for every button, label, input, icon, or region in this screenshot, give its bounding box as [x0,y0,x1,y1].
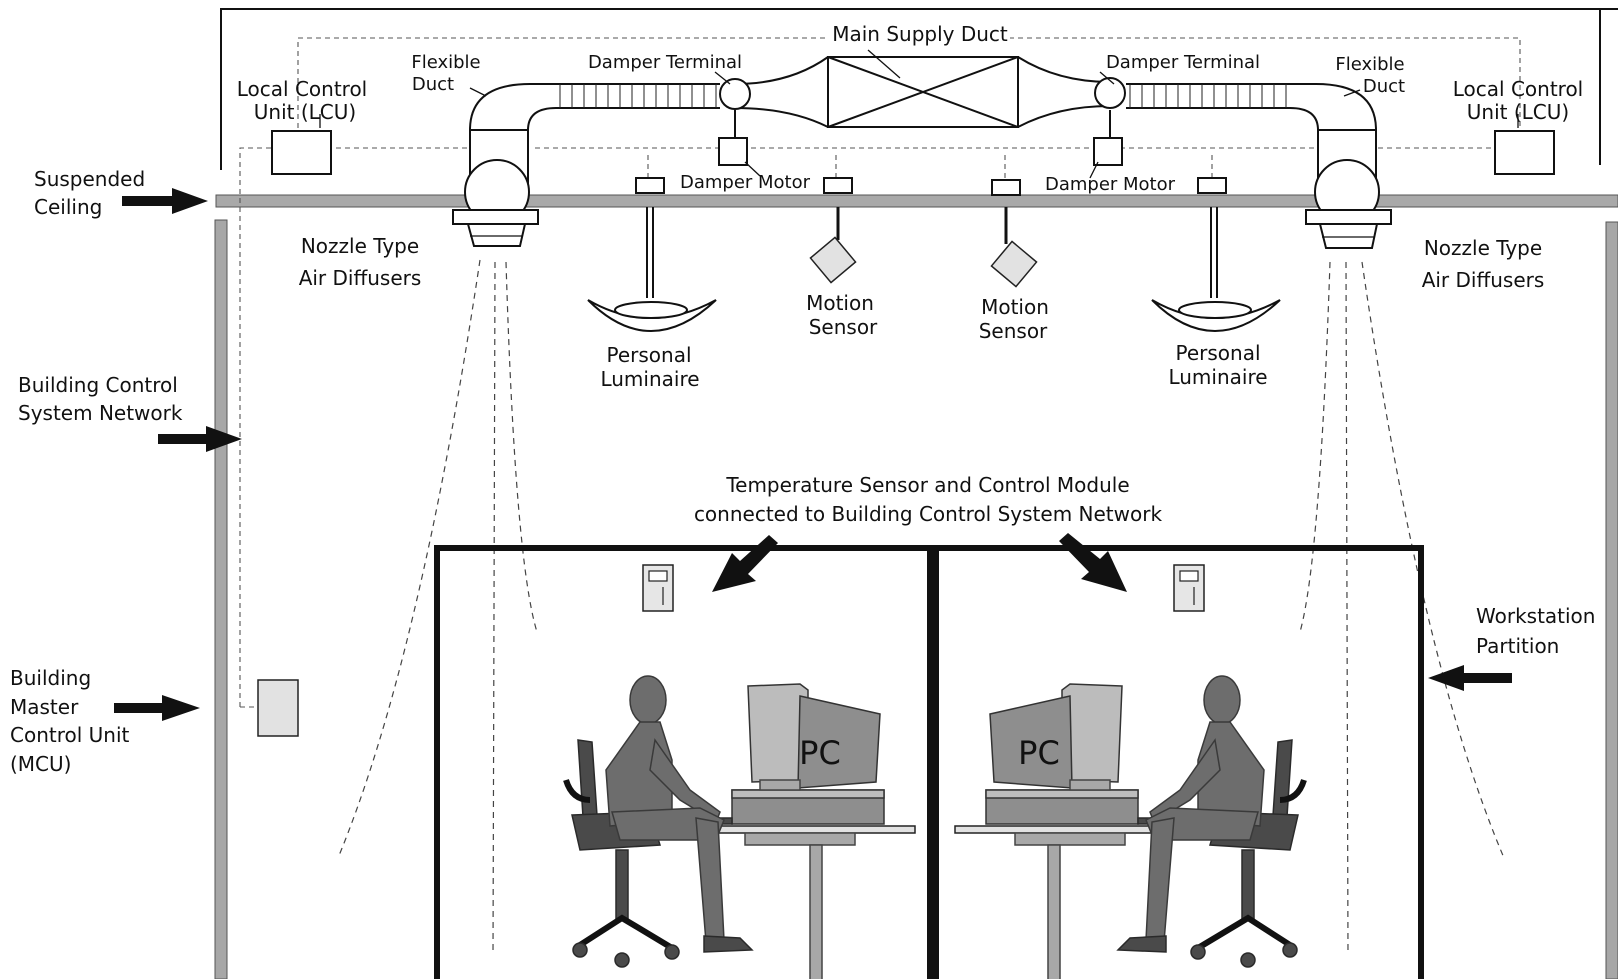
label-damper-motor-right: Damper Motor [1045,174,1176,195]
ceiling-box [1197,177,1227,194]
label-luminaire-right-line2: Luminaire [1168,365,1267,389]
label-damper-motor-left: Damper Motor [680,172,811,193]
label-main-supply-duct: Main Supply Duct [832,22,1008,46]
label-temp-line2: connected to Building Control System Net… [694,502,1163,526]
air-flow-lines [337,259,1505,956]
label-nozzle-left-line2: Air Diffusers [299,266,422,290]
label-motion-left-line2: Sensor [809,315,878,339]
label-workstation-line2: Partition [1476,634,1559,658]
workstation-left [566,676,915,979]
workstation-right [955,676,1304,979]
temperature-control-module-left [642,564,674,612]
label-flexible-right: Flexible [1335,54,1404,75]
ceiling-box [991,179,1021,196]
leader-lines [319,49,1519,179]
motion-sensor-right [990,207,1038,288]
damper-motor-left [718,110,748,166]
arrow-temp-left [712,535,778,592]
label-mcu-line1: Building [10,666,91,690]
damper-terminal-right [1094,77,1126,109]
label-bcsn-line1: Building Control [18,373,178,397]
personal-luminaire-left [587,207,717,332]
label-mcu-line3: Control Unit [10,723,130,747]
master-control-unit [257,679,299,737]
label-lcu-right-line2: Unit (LCU) [1467,100,1569,124]
label-suspended-line2: Ceiling [34,195,102,219]
labels: Main Supply Duct Flexible Duct Flexible … [10,22,1595,776]
label-workstation-line1: Workstation [1476,604,1595,628]
arrow-building-network [158,426,242,452]
local-control-unit-right [1494,130,1555,175]
arrow-suspended-ceiling [122,188,208,214]
label-mcu-line2: Master [10,695,79,719]
label-temp-line1: Temperature Sensor and Control Module [725,473,1129,497]
arrow-workstation-partition [1428,665,1512,691]
label-luminaire-right-line1: Personal [1175,341,1260,365]
label-luminaire-left-line2: Luminaire [600,367,699,391]
arrow-mcu [114,695,200,721]
label-pc-right: PC [1018,734,1060,772]
temperature-control-module-right [1173,564,1205,612]
label-luminaire-left-line1: Personal [606,343,691,367]
air-diffuser-left [452,129,539,247]
label-motion-right-line1: Motion [981,295,1049,319]
local-control-unit-left [271,130,332,175]
label-suspended-line1: Suspended [34,167,145,191]
label-pc-left: PC [799,734,841,772]
building-outline [214,8,1618,979]
label-nozzle-right-line2: Air Diffusers [1422,268,1545,292]
label-damper-terminal-left: Damper Terminal [588,52,742,73]
personal-luminaire-right [1151,207,1281,332]
ceiling-box [823,177,853,194]
flexible-duct-right [1126,83,1377,131]
label-duct-left: Duct [412,74,454,95]
label-lcu-left-line2: Unit (LCU) [254,100,356,124]
workstation-partitions [434,545,1424,979]
control-network-lines [239,37,1521,708]
label-motion-left-line1: Motion [806,291,874,315]
label-mcu-line4: (MCU) [10,752,71,776]
label-flexible-left: Flexible [411,52,480,73]
label-nozzle-right-line1: Nozzle Type [1424,236,1542,260]
arrows [114,188,1512,721]
air-diffuser-right [1305,129,1392,249]
label-bcsn-line2: System Network [18,401,183,425]
arrow-temp-right [1059,533,1127,592]
damper-motor-right [1093,110,1123,166]
flexible-duct-left [469,83,720,131]
label-damper-terminal-right: Damper Terminal [1106,52,1260,73]
main-supply-duct [734,56,1111,128]
suspended-ceiling [215,194,1618,208]
label-nozzle-left-line1: Nozzle Type [301,234,419,258]
label-duct-right: Duct [1363,76,1405,97]
damper-terminal-left [719,78,751,110]
label-lcu-left-line1: Local Control [237,77,368,101]
ceiling-box [635,177,665,194]
motion-sensor-left [809,207,857,284]
label-lcu-right-line1: Local Control [1453,77,1584,101]
label-motion-right-line2: Sensor [979,319,1048,343]
